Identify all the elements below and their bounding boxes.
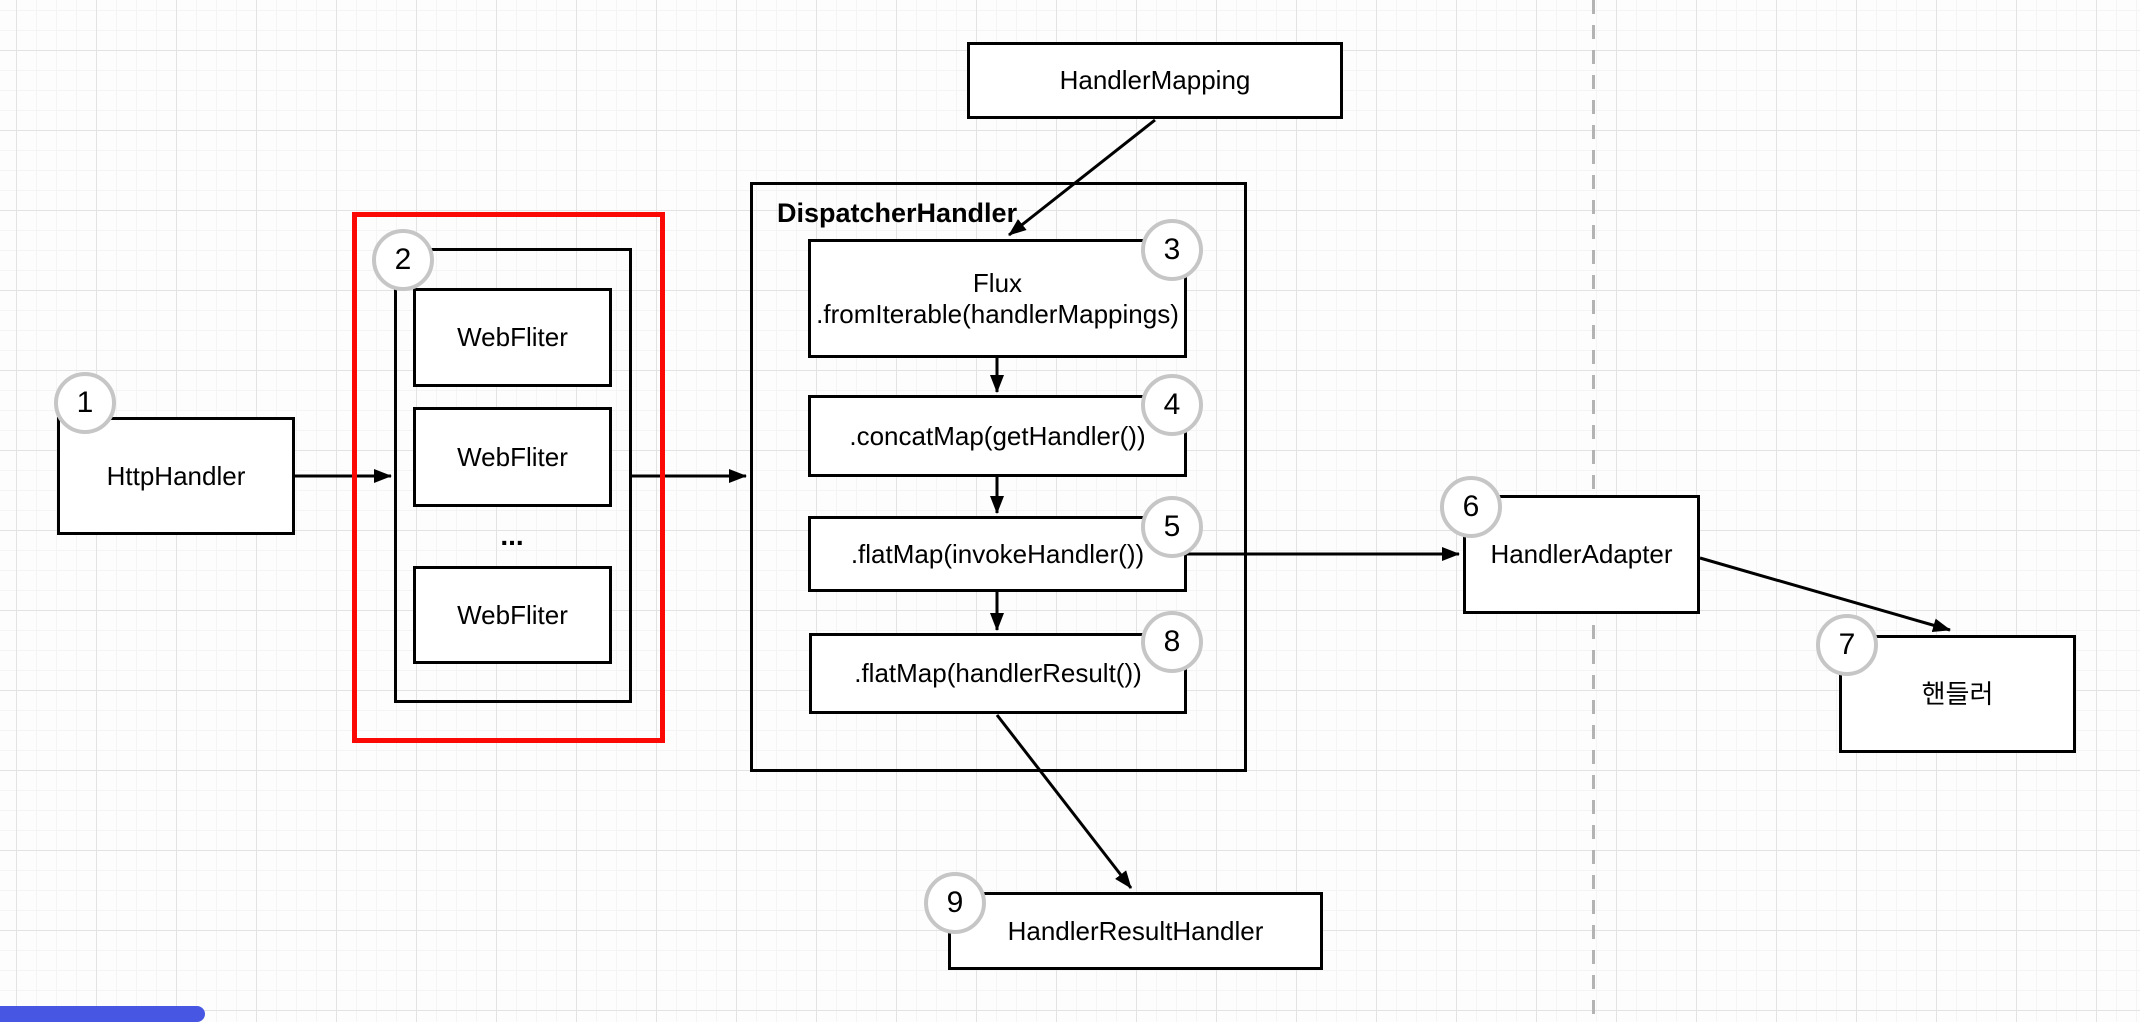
node-webfilter-1-label: WebFliter [457, 322, 568, 352]
webfilter-chain-red-frame[interactable] [352, 212, 665, 743]
step-badge-8-number: 8 [1163, 625, 1181, 658]
node-flatmap-invoke[interactable]: .flatMap(invokeHandler()) [808, 516, 1187, 592]
node-flatmap-result-label: .flatMap(handlerResult()) [854, 658, 1142, 688]
step-badge-9[interactable]: 9 [924, 872, 986, 934]
node-handler-mapping-label: HandlerMapping [1059, 65, 1251, 95]
node-http-handler[interactable]: HttpHandler [57, 417, 295, 535]
flux-line1: Flux [972, 267, 1023, 298]
step-badge-6[interactable]: 6 [1440, 476, 1502, 538]
step-badge-8[interactable]: 8 [1141, 611, 1203, 673]
node-handler-korean[interactable]: 핸들러 [1839, 635, 2076, 753]
step-badge-2[interactable]: 2 [372, 229, 434, 291]
webfilter-ellipsis: ... [500, 520, 524, 551]
node-flux-from-iterable-label: Flux .fromIterable(handlerMappings) [816, 268, 1179, 330]
edge-flatmap-result-to-resulthandler[interactable] [995, 714, 1133, 889]
step-badge-7-number: 7 [1838, 628, 1856, 661]
node-webfilter-3[interactable]: WebFliter [413, 566, 612, 664]
node-flux-from-iterable[interactable]: Flux .fromIterable(handlerMappings) [808, 239, 1187, 358]
node-webfilter-2[interactable]: WebFliter [413, 407, 612, 507]
step-badge-3[interactable]: 3 [1141, 219, 1203, 281]
node-webfilter-2-label: WebFliter [457, 441, 568, 472]
node-handler-result-handler[interactable]: HandlerResultHandler [948, 892, 1323, 970]
step-badge-5[interactable]: 5 [1141, 496, 1203, 558]
webfilter-chain-container[interactable] [394, 248, 632, 703]
step-badge-3-number: 3 [1163, 233, 1181, 266]
dispatcher-handler-title: DispatcherHandler [777, 198, 1018, 228]
node-handler-mapping[interactable]: HandlerMapping [967, 42, 1343, 119]
node-http-handler-label: HttpHandler [106, 460, 246, 491]
node-flatmap-invoke-label: .flatMap(invokeHandler()) [850, 538, 1145, 569]
edge-handlermapping-to-flux[interactable] [1008, 118, 1156, 237]
step-badge-4-number: 4 [1163, 388, 1181, 421]
node-handler-adapter[interactable]: HandlerAdapter [1463, 495, 1700, 614]
node-concat-map[interactable]: .concatMap(getHandler()) [808, 395, 1187, 477]
node-handler-result-handler-label: HandlerResultHandler [1007, 915, 1264, 946]
step-badge-1[interactable]: 1 [54, 372, 116, 434]
node-flatmap-result[interactable]: .flatMap(handlerResult()) [809, 633, 1187, 714]
node-webfilter-3-label: WebFliter [457, 599, 568, 630]
horizontal-scrollbar-thumb[interactable] [0, 1006, 205, 1022]
flux-line2: .fromIterable(handlerMappings) [816, 298, 1179, 329]
dispatcher-handler-container[interactable]: DispatcherHandler [750, 182, 1247, 772]
step-badge-6-number: 6 [1462, 490, 1480, 523]
node-handler-adapter-label: HandlerAdapter [1490, 539, 1673, 569]
node-webfilter-1[interactable]: WebFliter [413, 288, 612, 387]
step-badge-5-number: 5 [1163, 510, 1181, 543]
node-concat-map-label: .concatMap(getHandler()) [849, 420, 1146, 451]
edge-handleradapter-to-handler[interactable] [1699, 556, 1951, 633]
step-badge-4[interactable]: 4 [1141, 374, 1203, 436]
step-badge-9-number: 9 [946, 886, 964, 919]
step-badge-1-number: 1 [76, 386, 94, 419]
node-handler-korean-label: 핸들러 [1921, 678, 1994, 709]
step-badge-2-number: 2 [394, 243, 412, 276]
step-badge-7[interactable]: 7 [1816, 614, 1878, 676]
